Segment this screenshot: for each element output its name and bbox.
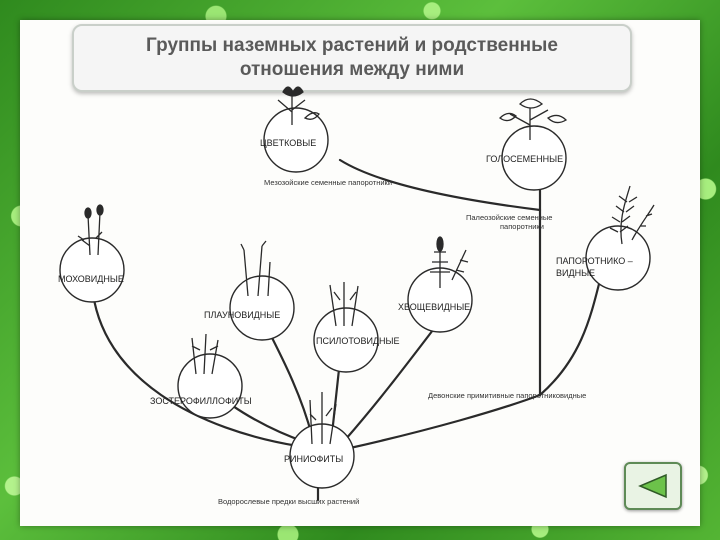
rhynia-plant-icon <box>309 392 337 445</box>
label-flowering: ЦВЕТКОВЫЕ <box>260 138 316 148</box>
annotation-paleozoic-2: папоротники <box>500 222 544 231</box>
node-circle-clubmosses <box>229 275 295 341</box>
branch-horsetails <box>343 324 438 442</box>
title-line-2: отношения между ними <box>239 59 465 80</box>
back-nav-button[interactable] <box>624 462 682 510</box>
branch-devonian <box>348 393 542 450</box>
label-ferns-2: ВИДНЫЕ <box>556 268 595 278</box>
horsetail-plant-icon <box>430 236 469 288</box>
branch-mosses <box>90 283 300 448</box>
label-gymnosperms: ГОЛОСЕМЕННЫЕ <box>486 154 563 164</box>
node-circle-gymnosperms <box>501 125 567 191</box>
annotation-mesozoic: Мезозойские семенные папоротники <box>264 178 392 187</box>
annotation-devonian: Девонские примитивные папоротниковидные <box>428 391 586 400</box>
slide-paper <box>20 20 700 526</box>
node-circle-zosterophylls <box>177 353 243 419</box>
branch-ferns <box>538 278 602 397</box>
gymnosperm-plant-icon <box>499 98 568 140</box>
label-clubmosses: ПЛАУНОВИДНЫЕ <box>204 310 280 320</box>
node-circle-ferns <box>585 225 651 291</box>
label-horsetails: ХВОЩЕВИДНЫЕ <box>398 302 470 312</box>
label-mosses: МОХОВИДНЫЕ <box>58 274 124 284</box>
branch-flowering <box>338 158 542 212</box>
fern-plant-icon <box>609 185 655 245</box>
moss-plant-icon <box>77 204 104 256</box>
psilotum-plant-icon <box>329 282 359 327</box>
title-line-1: Группы наземных растений и родственные <box>146 35 558 56</box>
annotation-paleozoic-1: Палеозойские семенные <box>466 213 552 222</box>
label-ferns-1: ПАПОРОТНИКО – <box>556 256 633 266</box>
triangle-left-icon <box>638 473 667 499</box>
title-box: Группы наземных растений и родственные о… <box>72 24 632 92</box>
label-rhyniophytes: РИНИОФИТЫ <box>284 454 343 464</box>
clubmoss-plant-icon <box>240 240 271 297</box>
annotation-algal: Водорослевые предки высших растений <box>218 497 359 506</box>
label-zosterophylls: ЗОСТЕРОФИЛЛОФИТЫ <box>150 396 252 406</box>
zosterophyll-plant-icon <box>191 333 219 375</box>
node-circle-flowering <box>263 107 329 173</box>
node-circle-psilotes <box>313 307 379 373</box>
node-circle-mosses <box>59 237 125 303</box>
flowering-plant-icon <box>277 86 320 125</box>
label-psilotes: ПСИЛОТОВИДНЫЕ <box>316 336 399 346</box>
